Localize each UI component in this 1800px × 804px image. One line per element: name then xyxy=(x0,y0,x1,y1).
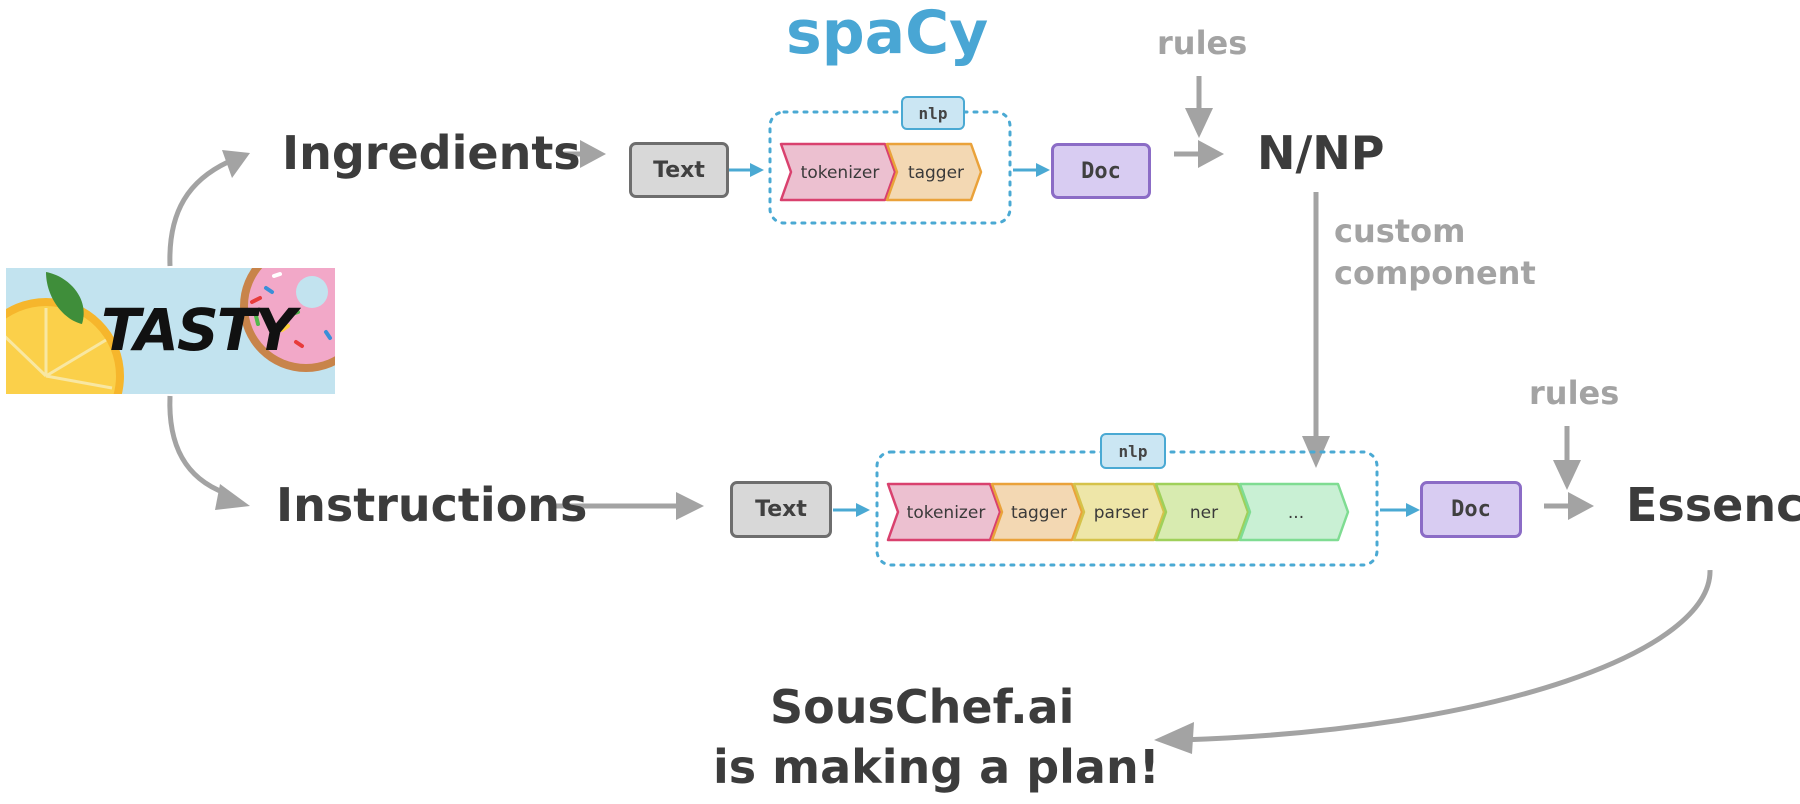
custom-component-arrowhead xyxy=(1302,436,1330,468)
custom-label: custom xyxy=(1334,212,1466,250)
nlp-badge-bottom: nlp xyxy=(1100,433,1166,469)
nnp-output-label: N/NP xyxy=(1257,126,1385,180)
rules-bottom-arrowhead xyxy=(1553,460,1581,490)
curve-to-ingredients-arrow xyxy=(167,159,230,267)
tasty-logo-art xyxy=(6,268,335,394)
component-label-more: ... xyxy=(1288,503,1304,523)
nlp-badge-top: nlp xyxy=(901,96,965,130)
component-chevron-tagger xyxy=(990,482,1084,542)
text-box-bottom: Text xyxy=(730,481,832,538)
leaf-icon xyxy=(46,272,84,324)
curve-to-ingredients-arrowhead xyxy=(222,150,250,178)
component-label-tokenizer: tokenizer xyxy=(907,503,986,523)
instructions-arrowhead xyxy=(676,492,704,520)
components-top: tokenizer tagger xyxy=(779,142,983,202)
spacy-title: spaCy xyxy=(786,0,989,68)
component-label-tokenizer: tokenizer xyxy=(801,163,880,183)
component-chevron-parser xyxy=(1072,482,1166,542)
text-to-nlp-top-arrowhead xyxy=(750,163,764,177)
essence-to-souschef-arrowhead xyxy=(1154,722,1194,754)
essence-output-label: Essence xyxy=(1626,478,1800,532)
text-to-nlp-bottom-arrowhead xyxy=(856,503,870,517)
text-box-top: Text xyxy=(629,142,729,198)
component-chevron-tagger xyxy=(885,142,983,202)
ingredients-arrowhead xyxy=(580,140,606,168)
component-label-tagger: tagger xyxy=(1011,503,1067,523)
conclusion-line1: SousChef.ai xyxy=(770,680,1075,734)
component-label-parser: parser xyxy=(1094,503,1149,523)
component-label-tagger: tagger xyxy=(908,163,964,183)
component-label-ner: ner xyxy=(1190,503,1218,523)
conclusion-line2: is making a plan! xyxy=(713,740,1160,794)
component-chevron-more xyxy=(1238,482,1350,542)
nlp-to-doc-bottom-arrowhead xyxy=(1406,503,1420,517)
component-label: component xyxy=(1334,254,1536,292)
component-chevron-tokenizer xyxy=(886,482,1002,542)
component-chevron-ner xyxy=(1154,482,1250,542)
doc-box-top: Doc xyxy=(1051,143,1151,199)
nlp-to-doc-top-arrowhead xyxy=(1036,163,1050,177)
doc-to-nnp-arrowhead xyxy=(1198,140,1224,168)
curve-to-instructions-arrowhead xyxy=(215,484,250,510)
rules-top-arrowhead xyxy=(1185,108,1213,138)
instructions-label: Instructions xyxy=(276,478,588,532)
component-chevron-tokenizer xyxy=(779,142,897,202)
rules-label-bottom: rules xyxy=(1529,374,1620,412)
curve-to-instructions-arrow xyxy=(167,395,226,496)
rules-label-top: rules xyxy=(1157,24,1248,62)
nlp-container-top xyxy=(768,110,1012,225)
tasty-logo-image: TASTY xyxy=(6,268,335,394)
ingredients-label: Ingredients xyxy=(282,126,581,180)
components-bottom: tokenizer tagger parser ner... xyxy=(886,482,1350,542)
essence-to-souschef-arrow xyxy=(1179,569,1713,743)
tasty-wordmark: TASTY xyxy=(101,296,296,364)
doc-to-essence-arrowhead xyxy=(1568,492,1594,520)
doc-box-bottom: Doc xyxy=(1420,481,1522,538)
